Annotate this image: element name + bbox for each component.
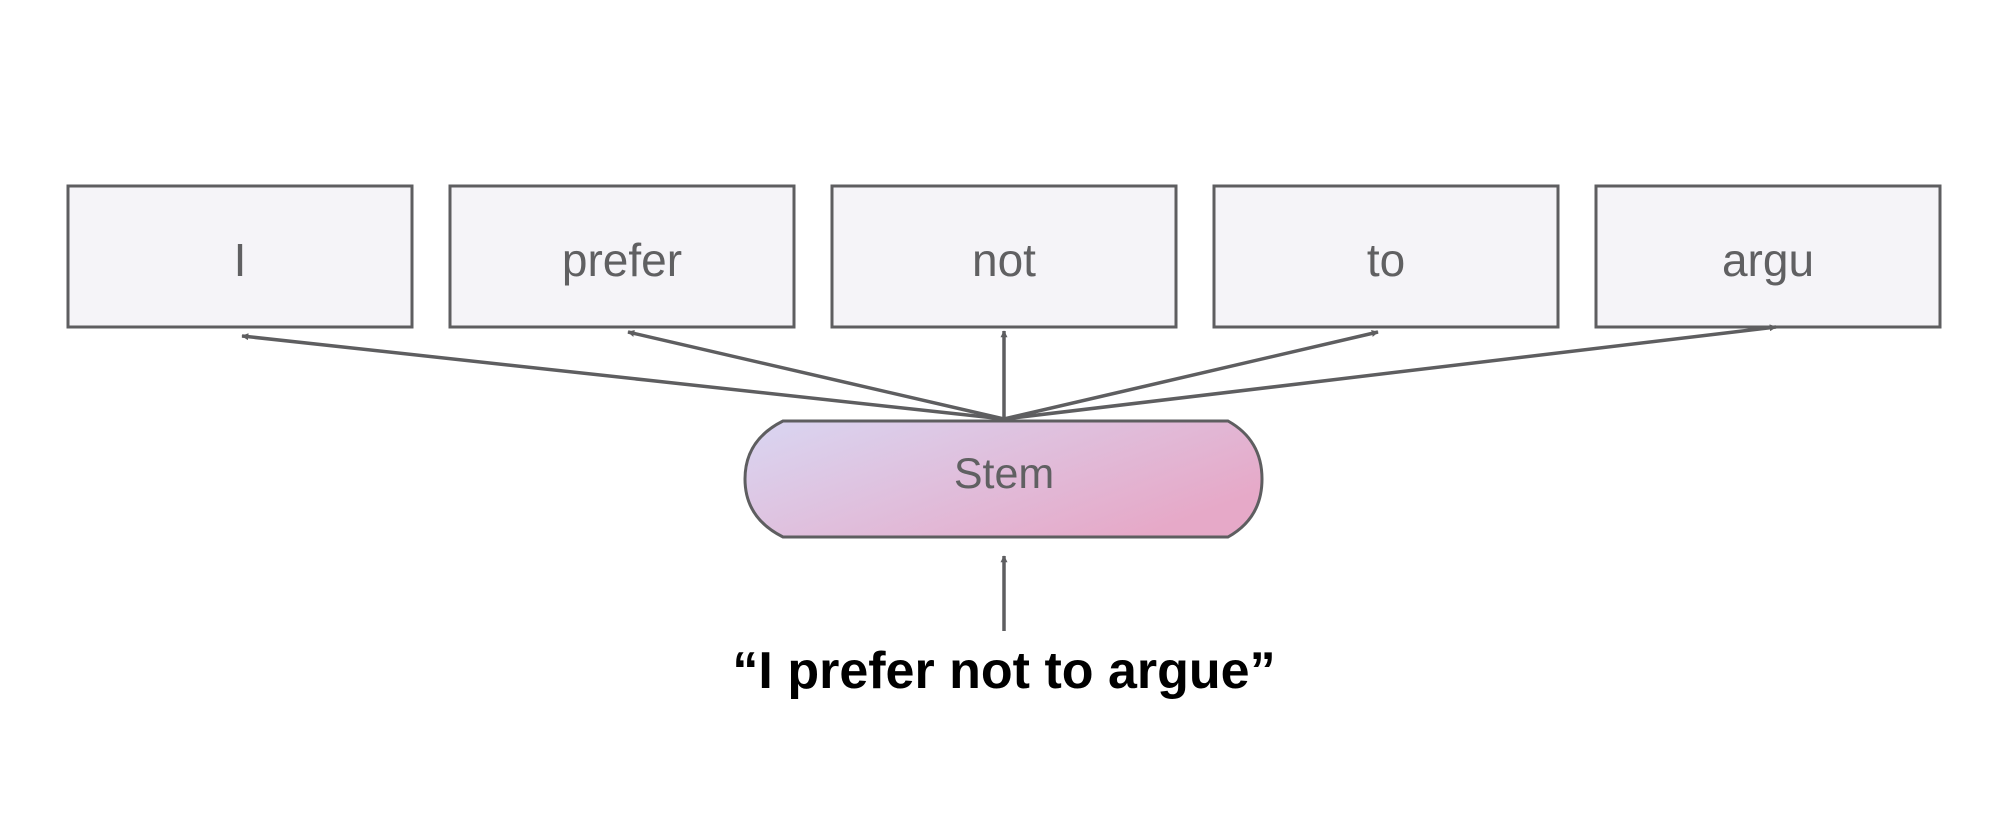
token-box-3: not [830,184,1178,329]
token-box-2: prefer [448,184,796,329]
arrow-to-token-4 [1003,330,1379,421]
token-box-4: to [1212,184,1560,329]
token-label: prefer [562,234,682,286]
arrow-to-token-5 [1003,324,1777,421]
stem-node: Stem [743,419,1264,539]
token-box-5: argu [1594,184,1942,329]
arrow-to-token-2 [627,330,1005,421]
token-row: I prefer not to argu [66,184,1942,329]
token-label: not [972,234,1036,286]
stem-to-token-arrows [241,324,1777,421]
token-label: argu [1722,234,1814,286]
stem-label: Stem [954,450,1054,498]
token-label: I [234,234,247,286]
input-sentence: “I prefer not to argue” [732,642,1275,700]
arrow-to-token-1 [241,333,1005,421]
token-box-1: I [66,184,414,329]
token-label: to [1367,234,1405,286]
